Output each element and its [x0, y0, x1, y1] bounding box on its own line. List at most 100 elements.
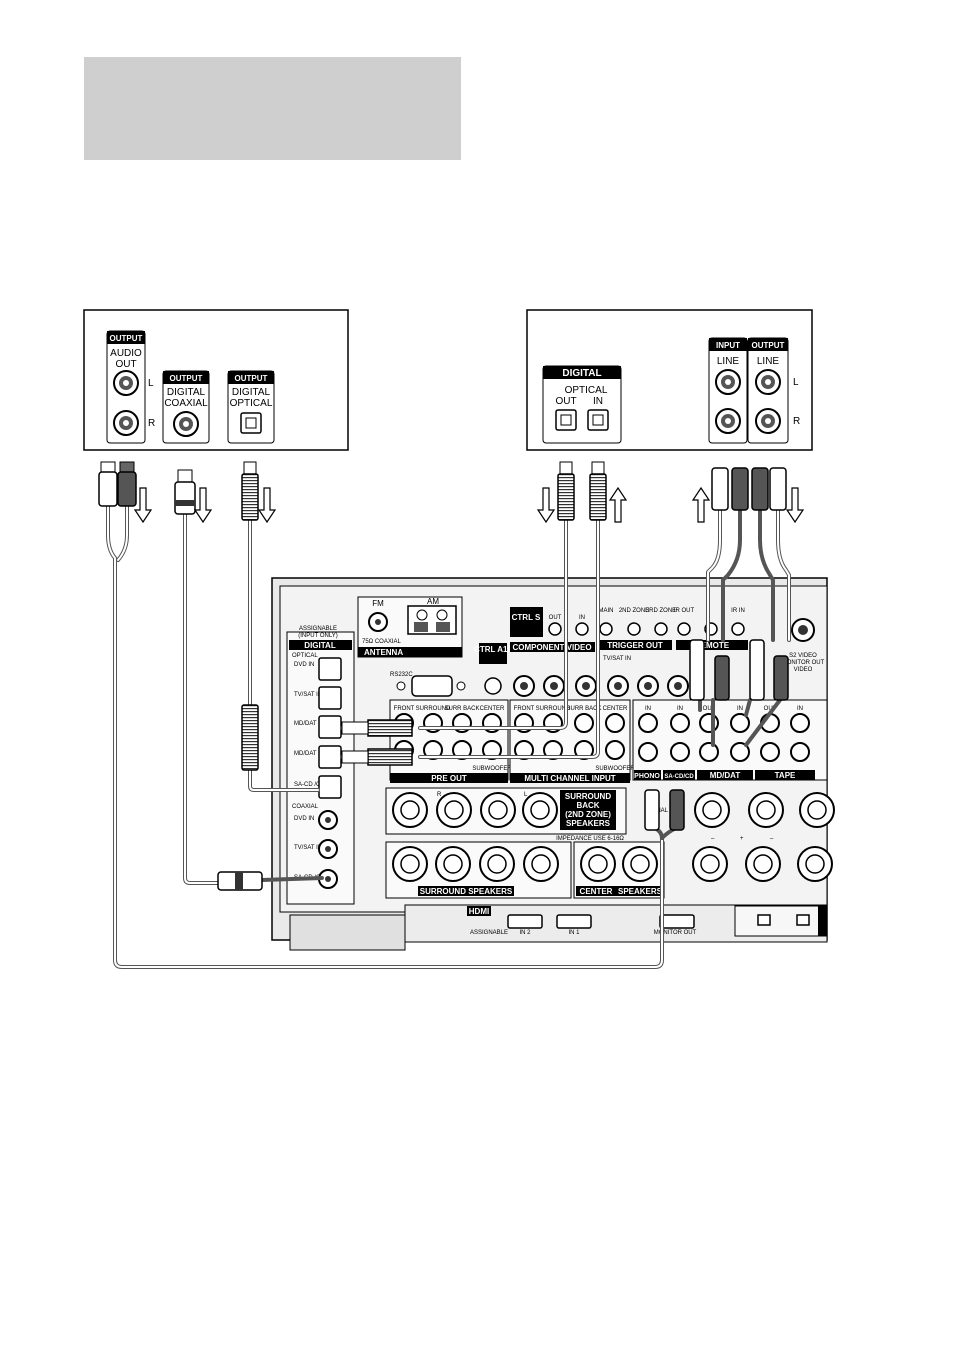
mddat-out-l-jack[interactable] [699, 713, 719, 733]
arrow-down-icon [193, 487, 213, 524]
coaxial-75-label: 75Ω COAXIAL [362, 639, 401, 645]
channel-r-label: R [148, 418, 155, 429]
ir-in-label: IR IN [731, 608, 745, 614]
dvd-in-label: DVD IN [294, 662, 314, 668]
front-plus-label: + [740, 836, 744, 842]
surround-back-badge-3: (2ND ZONE) [565, 810, 611, 819]
optical-plug-mddat-out [367, 748, 413, 766]
line-out-label: LINE [757, 356, 780, 367]
antenna-badge: ANTENNA [364, 648, 403, 657]
optical-plug-mddat-in [367, 719, 413, 737]
sacd-in-label: SA-CD /CD IN [294, 782, 332, 788]
phono-l-jack[interactable] [638, 713, 658, 733]
sacd-badge: SA-CD/CD [664, 774, 694, 780]
mddat-in-r-plug [773, 655, 789, 701]
phono-r-jack[interactable] [638, 742, 658, 762]
hdmi-in1-label: IN 1 [568, 930, 580, 936]
coax-tvsat-in-label: TV/SAT IN [294, 845, 322, 851]
small-port-1[interactable] [757, 914, 771, 926]
hdmi-monitor-out-port[interactable] [659, 914, 695, 929]
trigger-main-jack[interactable] [599, 622, 613, 636]
optical-sacd-in-jack[interactable] [318, 775, 342, 799]
digital-badge: DIGITAL [562, 368, 601, 379]
ctrl-s-label: CTRL S [512, 613, 541, 622]
output-badge-2: OUTPUT [170, 374, 203, 383]
optical-mddat-in-jack[interactable] [318, 715, 342, 739]
audio-out-label-2: OUT [115, 359, 136, 370]
ctrl-s-out-jack[interactable] [548, 622, 562, 636]
channel-r-label-right: R [793, 416, 800, 427]
channel-l-label-right: L [793, 377, 799, 388]
tape-in-l-jack[interactable] [790, 713, 810, 733]
pre-surround-label: SURROUND [416, 706, 451, 712]
hdmi-in2-port[interactable] [507, 914, 543, 929]
pre-surr-back-label: SURR BACK [444, 706, 479, 712]
surround-back-terminals[interactable] [392, 792, 558, 828]
optical-plug-sacd [241, 704, 259, 771]
mddat-out-r-plug [714, 655, 730, 701]
mddat-out-l-plug [689, 639, 705, 701]
optical-tvsat-in-jack[interactable] [318, 686, 342, 710]
trigger-2nd-label: 2ND ZONE [619, 608, 649, 614]
arrow-down-icon [257, 487, 277, 524]
source-device-left: OUTPUT AUDIO OUT L R OUTPUT DIGITAL COAX… [83, 309, 349, 451]
ir-in-jack[interactable] [731, 622, 745, 636]
optical-dvd-in-jack[interactable] [318, 657, 342, 681]
surround-back-l-label: L [524, 792, 528, 798]
fm-label: FM [372, 599, 384, 608]
tape-in-r-jack[interactable] [790, 742, 810, 762]
mddat-in-r-jack[interactable] [730, 742, 750, 762]
surround-speaker-terminals[interactable] [392, 846, 559, 882]
mddat-in-label: MD/DAT IN [294, 721, 324, 727]
small-port-2[interactable] [796, 914, 810, 926]
tvsat-in-label: TV/SAT IN [294, 692, 322, 698]
arrow-up-icon [608, 486, 628, 523]
optical-out-label: OUT [555, 396, 576, 407]
output-badge: OUTPUT [752, 341, 785, 350]
hdmi-in1-port[interactable] [556, 914, 592, 929]
ctrl-s-in-jack[interactable] [575, 622, 589, 636]
surround-speakers-badge: SURROUND SPEAKERS [420, 887, 513, 896]
ir-out-jack[interactable] [677, 622, 691, 636]
center-speaker-terminals[interactable] [580, 846, 658, 882]
multi-channel-input-badge: MULTI CHANNEL INPUT [524, 774, 615, 783]
trigger-out-badge: TRIGGER OUT [607, 641, 663, 650]
mci-surr-back-label: SURR BACK [566, 706, 601, 712]
front-minus-label: – [711, 836, 715, 842]
center-badge: CENTER [580, 887, 613, 896]
sacd-l-jack[interactable] [670, 713, 690, 733]
tape-out-label: OUT [764, 706, 777, 712]
sacd-r-plug [669, 789, 685, 831]
sacd-r-jack[interactable] [670, 742, 690, 762]
audio-out-label-1: AUDIO [110, 348, 142, 359]
mddat-out-r-jack[interactable] [699, 742, 719, 762]
tvsat-in-cv-label: TV/SAT IN [603, 656, 631, 662]
optical-plug-out [557, 473, 575, 521]
optical-label-2: OPTICAL [230, 398, 273, 409]
mci-center-label: CENTER [603, 706, 628, 712]
output-badge-1: OUTPUT [110, 334, 143, 343]
arrow-up-icon [691, 486, 711, 523]
rs232c-port[interactable] [411, 675, 453, 697]
ctrl-s-out-label: OUT [549, 615, 562, 621]
front-speaker-terminals[interactable] [694, 792, 835, 828]
mddat-in-l-jack[interactable] [730, 713, 750, 733]
optical-mddat-out-jack[interactable] [318, 745, 342, 769]
sacd-in-label-2: IN [677, 706, 683, 712]
front-speaker-terminals-lower[interactable] [692, 846, 833, 882]
mci-surr-back-l-jack[interactable] [574, 713, 594, 733]
line-in-r-plug [731, 467, 749, 511]
audio-out-l-plug [98, 471, 118, 507]
line-out-r-plug [769, 467, 787, 511]
mci-subwoofer-jack[interactable] [605, 740, 625, 760]
mci-center-jack[interactable] [605, 713, 625, 733]
tape-out-r-jack[interactable] [760, 742, 780, 762]
ctrl-a1-jack[interactable] [484, 677, 502, 695]
trigger-2nd-jack[interactable] [627, 622, 641, 636]
trigger-main-label: MAIN [599, 608, 614, 614]
arrow-down-icon [785, 487, 805, 524]
hdmi-in2-label: IN 2 [519, 930, 531, 936]
coaxial-section-label: COAXIAL [292, 804, 319, 810]
trigger-3rd-jack[interactable] [654, 622, 668, 636]
optical-label: OPTICAL [565, 385, 608, 396]
